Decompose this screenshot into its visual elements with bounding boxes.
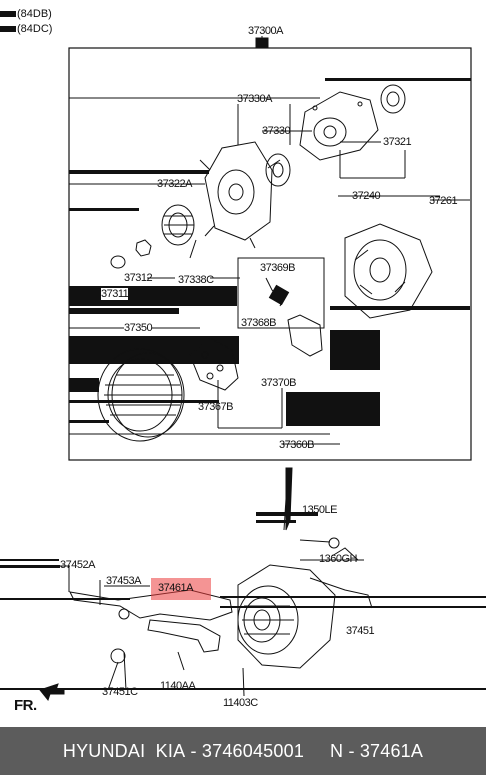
- callout-37360b[interactable]: 37360B: [279, 439, 314, 451]
- variant-84db: (84DB): [0, 8, 52, 20]
- front-direction-label: FR.: [14, 697, 37, 714]
- brush-holder-frame: [237, 257, 325, 329]
- callout-37350[interactable]: 37350: [124, 322, 153, 334]
- callout-37370b[interactable]: 37370B: [261, 377, 296, 389]
- callout-37312[interactable]: 37312: [124, 272, 153, 284]
- part-info-footer: HYUNDAI KIA - 3746045001 N - 37461A: [0, 727, 486, 775]
- callout-37461a[interactable]: 37461A: [158, 582, 193, 594]
- callout-37240[interactable]: 37240: [352, 190, 381, 202]
- brand-label: HYUNDAI KIA: [62, 740, 186, 761]
- callout-1140aa[interactable]: 1140AA: [160, 680, 196, 692]
- variant-84dc: (84DC): [0, 23, 52, 35]
- callout-37330[interactable]: 37330: [262, 125, 291, 137]
- exploded-parts-diagram: [0, 36, 486, 702]
- part-number: 3746045001: [201, 740, 305, 761]
- variant-marker-icon: [0, 26, 16, 33]
- callout-11403c[interactable]: 11403C: [223, 697, 258, 709]
- callout-37452a[interactable]: 37452A: [60, 559, 95, 571]
- callout-1360gh[interactable]: 1360GH: [319, 553, 357, 565]
- callout-37453a[interactable]: 37453A: [106, 575, 141, 587]
- callout-37330a[interactable]: 37330A: [237, 93, 272, 105]
- callout-37300a[interactable]: 37300A: [248, 25, 283, 37]
- highlighted-part-box: [151, 578, 211, 600]
- callout-37321[interactable]: 37321: [383, 136, 412, 148]
- callout-37369b[interactable]: 37369B: [260, 262, 295, 274]
- callout-37367b[interactable]: 37367B: [198, 401, 233, 413]
- callout-37451c[interactable]: 37451C: [102, 686, 138, 698]
- variant-marker-icon: [0, 11, 16, 18]
- callout-37368b[interactable]: 37368B: [241, 317, 276, 329]
- callout-37338c[interactable]: 37338C: [178, 274, 214, 286]
- assembly-frame: [68, 47, 472, 461]
- callout-37451[interactable]: 37451: [346, 625, 375, 637]
- callout-37261[interactable]: 37261: [429, 195, 458, 207]
- callout-1350le[interactable]: 1350LE: [302, 504, 337, 516]
- callout-37311[interactable]: 37311: [101, 288, 129, 300]
- callout-37322a[interactable]: 37322A: [157, 178, 192, 190]
- part-reference: N - 37461A: [330, 740, 424, 761]
